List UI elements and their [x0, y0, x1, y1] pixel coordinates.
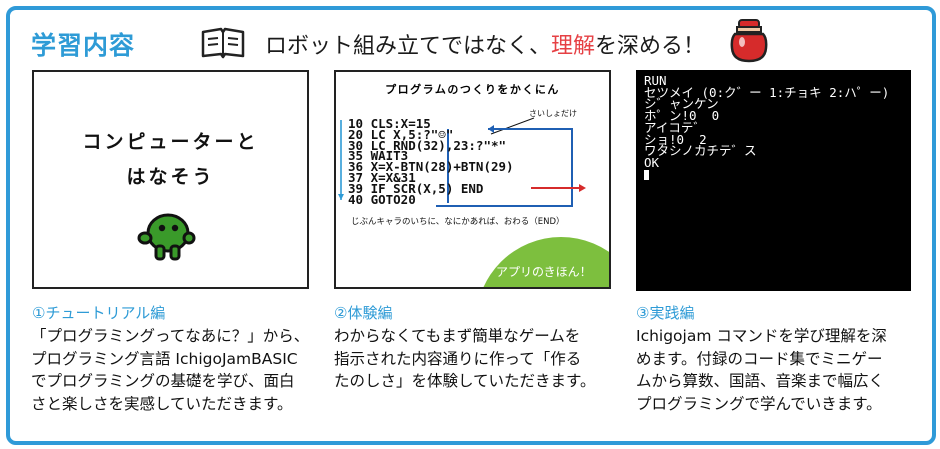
terminal-line: セツメイ (0:ク゛ー 1:チョキ 2:ハ゜ー) — [644, 84, 890, 100]
code-line: 40 GOTO20 — [348, 191, 416, 207]
jam-jar-icon — [730, 19, 768, 63]
terminal-line: ワタシノカチテ゛ス — [644, 143, 757, 159]
section-body-practice: Ichigojam コマンドを学び理解を深 めます。付録のコード集でミニゲー ム… — [636, 325, 887, 415]
program-title: プログラムのつくりをかくにん — [385, 83, 560, 96]
page-title: 学習内容 — [31, 31, 136, 60]
code-line: 30 LC RND(32),23:?"*" — [348, 137, 507, 153]
section-heading-practice: ③実践編 — [636, 304, 695, 322]
body-line: 指示された内容通りに作って「作る — [334, 349, 582, 368]
terminal-line: ショ!0 2 — [644, 131, 707, 147]
code-line: 35 WAIT3 — [348, 148, 409, 164]
body-line: わからなくてもまず簡単なゲームを — [334, 327, 581, 345]
section-body-tutorial: 「プログラミングってなあに？」から、 プログラミング言語 IchigoJamBA… — [31, 325, 309, 415]
code-line: 39 IF SCR(X,5) END — [348, 180, 484, 196]
body-line: ムから算数、国語、音楽まで幅広く — [636, 372, 885, 390]
tagline-highlight: 理解 — [551, 34, 596, 59]
tutorial-line-1: コンピューターと — [82, 131, 259, 153]
terminal-cursor — [644, 170, 649, 181]
section-body-experience: わからなくてもまず簡単なゲームを 指示された内容通りに作って「作る たのしさ」を… — [334, 325, 596, 393]
code-line: 10 CLS:X=15 — [348, 116, 431, 131]
body-line: めます。付録のコード集でミニゲー — [636, 349, 883, 368]
book-icon — [201, 27, 245, 59]
body-line: 「プログラミングってなあに？」から、 — [31, 327, 310, 345]
terminal-line: OK — [644, 154, 660, 170]
body-line: Ichigojam コマンドを学び理解を深 — [636, 327, 887, 345]
badge-label: アプリのきほん！ — [496, 265, 592, 279]
body-line: たのしさ」を体験していただきます。 — [334, 372, 596, 390]
code-line: 20 LC X,5:?"☺" — [348, 126, 454, 142]
code-line: 37 X=X&31 — [348, 169, 416, 185]
terminal-line: ホ゜ン!0 0 — [644, 108, 720, 124]
body-line: でプログラミングの基礎を学び、面白 — [31, 372, 295, 390]
program-caption: じぶんキャラのいちに、なにかあれば、おわる（END） — [351, 217, 565, 227]
tagline-text: ロボット組み立てではなく、 — [265, 34, 552, 59]
body-line: プログラミングで学んでいきます。 — [636, 394, 882, 413]
terminal-line: シ゛ャンケン — [644, 96, 719, 112]
terminal-line: アイコテ゛ — [644, 119, 706, 135]
body-line: プログラミング言語 IchigoJamBASIC — [31, 349, 298, 368]
mascot-icon — [137, 213, 196, 261]
content-frame — [6, 6, 936, 445]
annotation-arrows — [338, 117, 586, 207]
section-heading-experience: ②体験編 — [334, 304, 393, 322]
tagline: ロボット組み立てではなく、理解を深める！ — [265, 28, 705, 60]
terminal-line: RUN — [644, 73, 667, 88]
code-line: 36 X=X-BTN(28)+BTN(29) — [348, 159, 514, 175]
note-label: さいしょだけ — [529, 109, 577, 118]
tutorial-screen: コンピューターと はなそう — [32, 70, 309, 289]
section-heading-tutorial: ①チュートリアル編 — [32, 304, 166, 322]
tagline-end: を深める！ — [595, 34, 706, 59]
body-line: さと楽しさを実感していただきます。 — [31, 394, 293, 413]
tutorial-line-2: はなそう — [126, 166, 215, 188]
